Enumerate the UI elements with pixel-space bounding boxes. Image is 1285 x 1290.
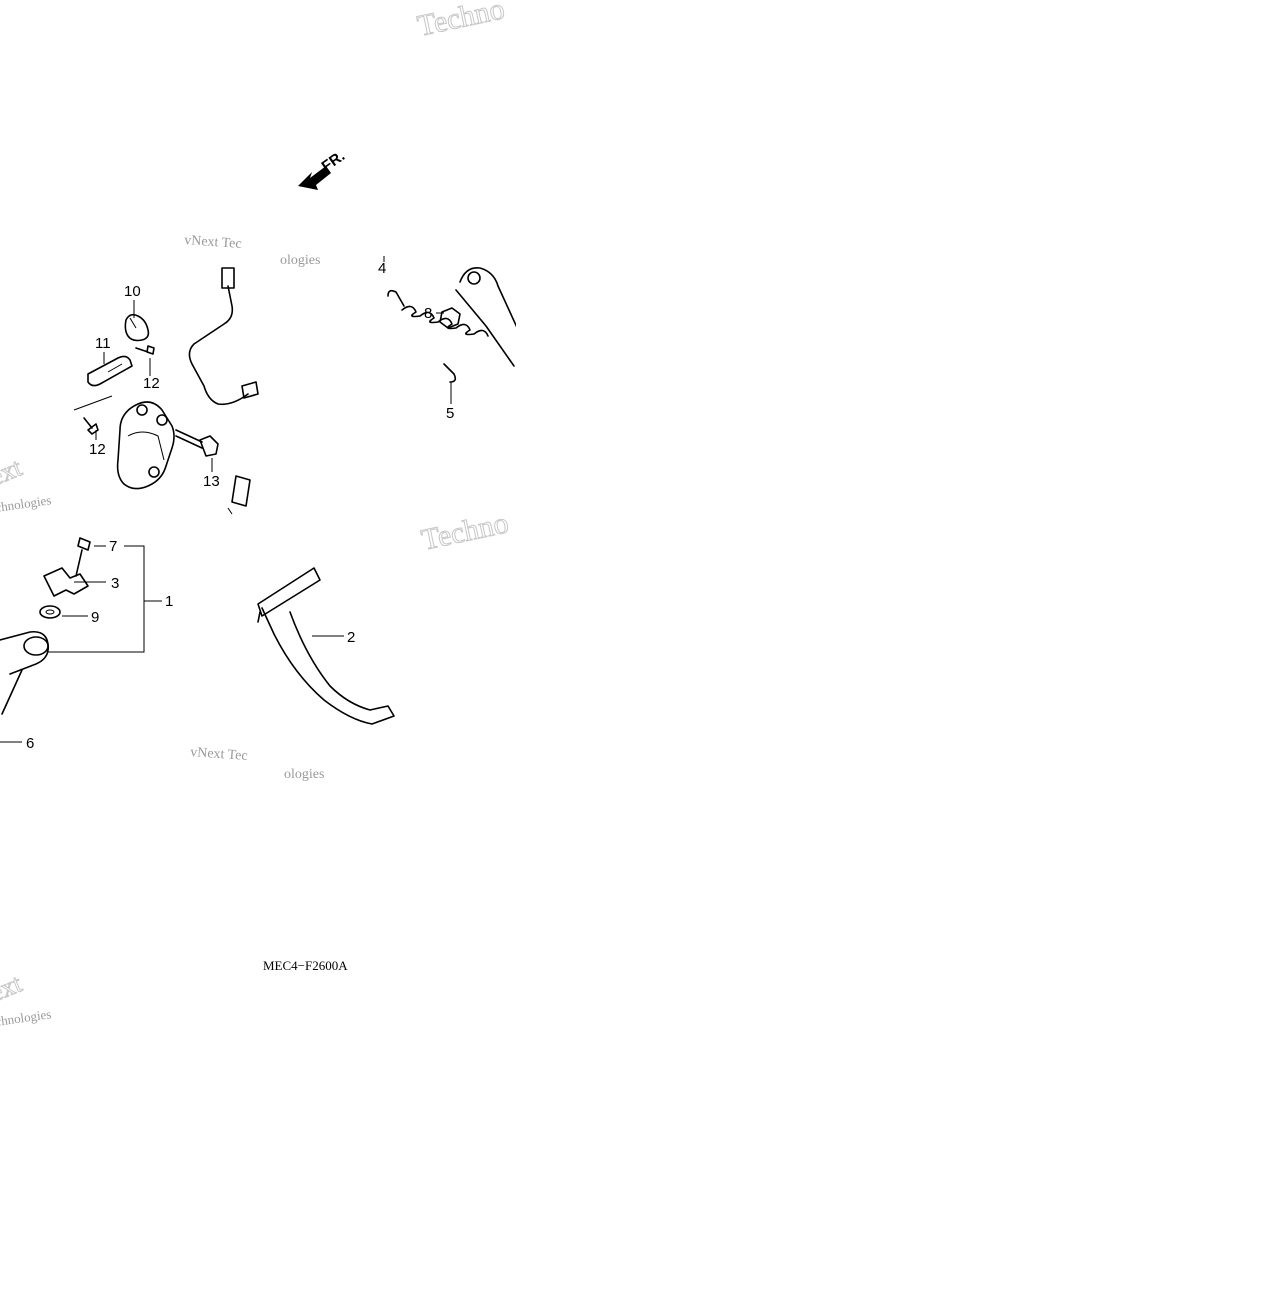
callout-5: 5 — [446, 405, 454, 422]
switch-body-part — [227, 475, 251, 515]
bolt-part — [175, 429, 219, 457]
callout-12-lower: 12 — [89, 441, 106, 458]
spring-part — [387, 289, 489, 383]
watermark-top: Techno — [415, 0, 508, 43]
callout-4: 4 — [378, 260, 386, 277]
stand-pivot-part — [0, 630, 50, 715]
washer-part — [39, 605, 61, 619]
callout-7: 7 — [109, 538, 117, 555]
watermark-brand-1: vNext Tec — [184, 233, 242, 252]
leader-lines — [0, 256, 452, 743]
callout-9: 9 — [91, 609, 99, 626]
callout-10: 10 — [124, 283, 141, 300]
nut-part — [439, 307, 461, 329]
watermark-left-low-b: chnologies — [0, 1006, 52, 1029]
callout-6: 6 — [26, 735, 34, 752]
watermark-brand-2-tail: ologies — [284, 767, 324, 782]
callout-2: 2 — [347, 629, 355, 646]
watermark-left-low-a: ext — [0, 968, 26, 1007]
side-stand-switch-wire-part — [188, 267, 259, 406]
watermark-brand-2: vNext Tec — [190, 745, 248, 764]
drawing-code: MEC4−F2600A — [263, 958, 348, 973]
screw-part-lower — [83, 417, 99, 435]
callout-3: 3 — [111, 575, 119, 592]
callout-8: 8 — [424, 305, 432, 322]
screw-part-upper — [135, 345, 155, 355]
watermark-right: Techno — [419, 506, 512, 557]
setting-plate-part — [87, 355, 133, 387]
watermark-left-mid-a: ext — [0, 452, 26, 491]
watermark-left-mid-b: chnologies — [0, 492, 52, 515]
side-stand-leg-part — [257, 567, 395, 725]
front-direction-arrow-icon — [298, 166, 331, 190]
callout-1: 1 — [165, 593, 173, 610]
callout-12-upper: 12 — [143, 375, 160, 392]
watermark-brand-1-tail: ologies — [280, 253, 320, 268]
callout-13: 13 — [203, 473, 220, 490]
wire-clip-part — [124, 313, 150, 342]
side-stand-bracket-part — [116, 401, 175, 490]
stand-plate-part — [43, 567, 89, 597]
pivot-bolt-part — [75, 537, 91, 577]
side-stand-body-part — [455, 266, 516, 367]
callout-11: 11 — [95, 335, 111, 352]
